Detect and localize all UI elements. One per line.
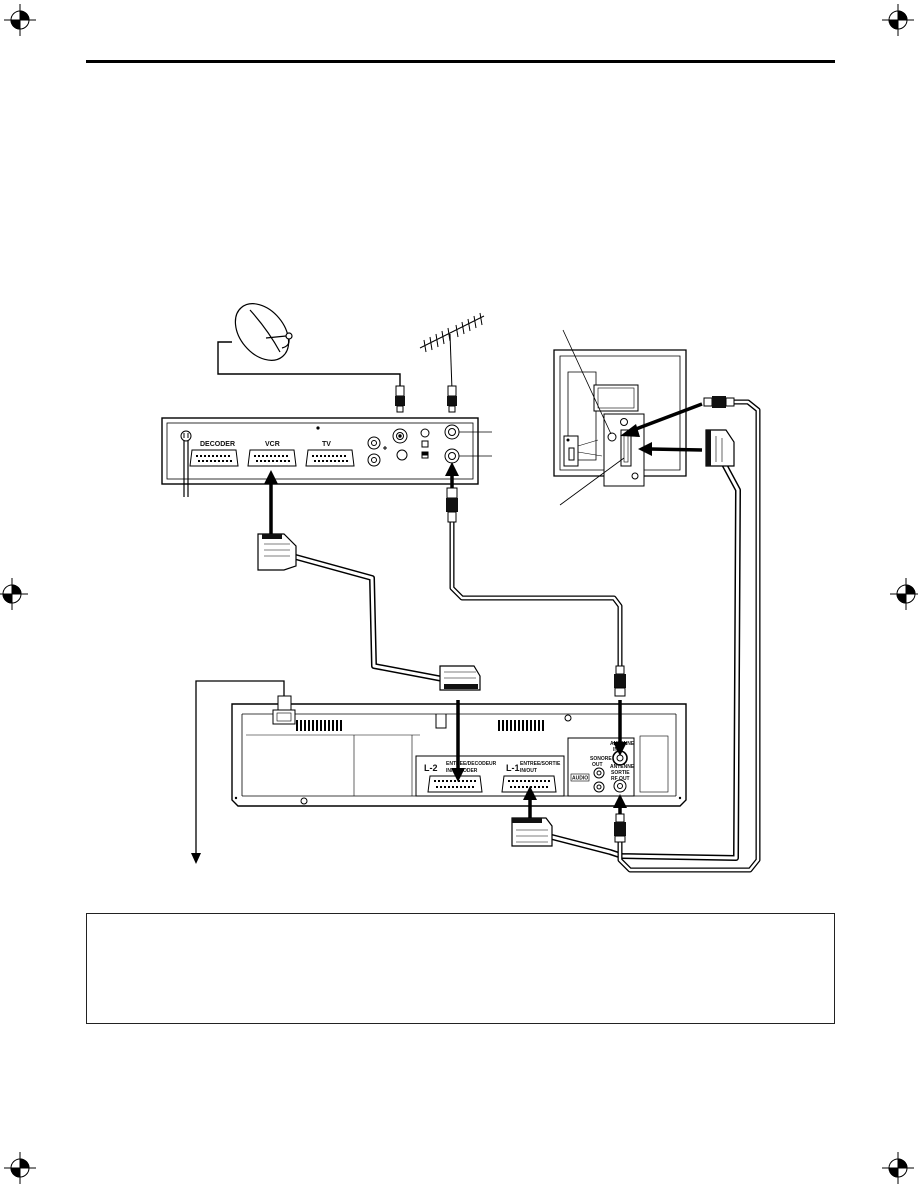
rf-cable-receiver-to-vcr xyxy=(446,487,626,697)
vcr-scart-label: VCR xyxy=(265,441,280,448)
receiver-tv-scart-socket xyxy=(305,449,355,467)
arrow-up-from-vcr-rf-out xyxy=(613,794,627,814)
scart-cable-vcr-to-tv xyxy=(511,429,741,861)
vcr-l1-scart-socket xyxy=(501,775,557,793)
vcr-l1-text-2: IN/OUT xyxy=(520,768,537,774)
receiver-audio-sockets xyxy=(367,436,387,467)
receiver-rf-out-socket xyxy=(444,448,460,464)
tv-set xyxy=(553,329,687,506)
tv-rf-in-plug xyxy=(703,396,735,408)
vcr-l2-text-1: ENTREE/DECODEUR xyxy=(446,761,497,767)
dish-cable xyxy=(217,341,401,390)
arrow-to-tv-rf-socket xyxy=(620,402,703,437)
vcr-rf-out-text-1: ANTENNE xyxy=(610,764,635,770)
vcr-side-scart-plug xyxy=(439,665,481,691)
registration-mark-right xyxy=(890,578,918,610)
vcr-rf-out-text-2: SORTIE xyxy=(611,770,630,776)
vcr-l1-label: L-1 xyxy=(506,763,520,773)
header-rule xyxy=(86,60,835,63)
vcr-rf-in-socket xyxy=(612,750,628,766)
vcr-l2-scart-socket xyxy=(427,775,483,793)
receiver-lnb-input-socket xyxy=(392,428,408,461)
rf-plug-bottom xyxy=(614,665,626,697)
receiver-decoder-scart-socket xyxy=(189,449,239,467)
registration-mark-top-left xyxy=(4,4,36,36)
registration-mark-top-right xyxy=(882,4,914,36)
connection-arrows xyxy=(264,402,703,818)
vcr-rf-in-text-2: IN xyxy=(613,747,618,753)
vcr-audio-out-sockets xyxy=(593,767,605,793)
receiver-rf-in-socket xyxy=(444,424,460,440)
receiver-power-socket-icon xyxy=(180,430,192,497)
vcr-sound-out-text-1: SONORE xyxy=(590,756,612,762)
note-box xyxy=(86,913,835,1024)
scart-cable-receiver-to-vcr xyxy=(257,533,481,691)
decoder-scart-label: DECODER xyxy=(200,441,235,448)
satellite-dish-icon xyxy=(234,303,293,361)
arrow-to-tv-scart-socket xyxy=(638,442,703,456)
vcr-vent-slots xyxy=(296,720,544,731)
receiver-switches xyxy=(420,428,430,459)
registration-mark-bottom-right xyxy=(882,1152,914,1184)
rf-plug-top xyxy=(446,487,458,523)
dish-cable-plug xyxy=(395,385,405,413)
aerial-antenna-icon xyxy=(419,312,485,391)
arrow-down-to-vcr-l2 xyxy=(451,700,465,782)
rf-cable-vcr-to-tv xyxy=(614,396,761,873)
arrow-up-to-receiver-rf-out xyxy=(445,462,459,488)
vcr-sound-out-text-2: OUT xyxy=(592,762,603,768)
receiver-side-scart-plug xyxy=(257,533,297,571)
vcr-rf-out-plug xyxy=(614,813,626,843)
vcr-l1-text-1: ENTREE/SORTIE xyxy=(520,761,561,767)
vcr-l2-label: L-2 xyxy=(424,763,438,773)
vcr-rf-out-text-3: RF OUT xyxy=(611,776,630,782)
arrow-down-to-vcr-rf-in xyxy=(613,700,627,756)
vcr-l1-scart-plug xyxy=(511,817,553,847)
aerial-cable-plug xyxy=(447,385,457,413)
tv-scart-label: TV xyxy=(322,441,331,448)
vcr-rf-out-socket xyxy=(613,779,627,793)
arrow-up-from-vcr-l1 xyxy=(523,786,537,818)
receiver-vcr-scart-socket xyxy=(247,449,297,467)
satellite-receiver: DECODER VCR TV xyxy=(161,417,492,497)
registration-mark-left xyxy=(0,578,28,610)
arrow-up-to-receiver-vcr-scart xyxy=(264,470,278,534)
vcr-mains-cable xyxy=(191,680,296,864)
tv-side-scart-plug xyxy=(705,429,735,467)
vcr-audio-label: AUDIO xyxy=(572,776,588,782)
registration-mark-bottom-left xyxy=(4,1152,36,1184)
